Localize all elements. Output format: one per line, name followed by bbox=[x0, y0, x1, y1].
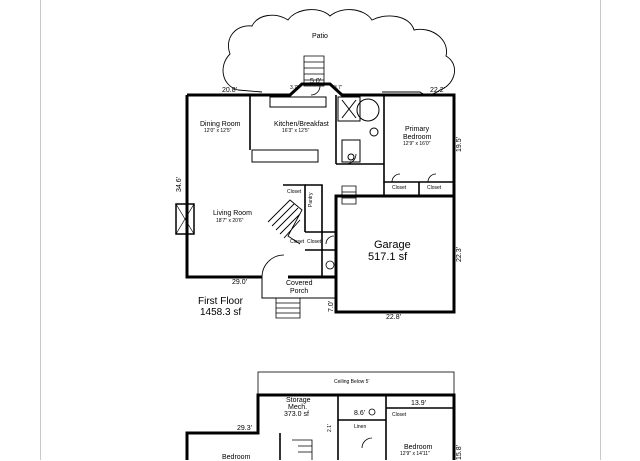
dining-room-name: Dining Room bbox=[200, 121, 241, 128]
living-room-size: 18'7" x 20'6" bbox=[216, 218, 244, 224]
main-stairs bbox=[267, 199, 303, 245]
front-door-swing bbox=[261, 254, 285, 278]
kitchen-island bbox=[251, 149, 319, 163]
sink bbox=[347, 153, 355, 161]
porch-name-2: Porch bbox=[290, 288, 309, 295]
storage-area: 373.0 sf bbox=[284, 411, 309, 418]
dim-bay: 5.0' bbox=[310, 78, 322, 85]
primary-closet-2: Closet bbox=[427, 185, 442, 191]
ceiling-note: Ceiling Below 5' bbox=[334, 379, 370, 385]
garage-area: 517.1 sf bbox=[368, 251, 408, 263]
stair-closet-label: Closet bbox=[287, 189, 302, 195]
dim-garage-bottom: 22.8' bbox=[386, 314, 401, 321]
frame-right-border bbox=[600, 0, 601, 460]
hvac-unit bbox=[368, 408, 376, 416]
dim-hall: 8.6' bbox=[354, 410, 366, 417]
upper-stairs bbox=[292, 439, 313, 460]
primary-closet-1: Closet bbox=[392, 185, 407, 191]
dim-porch-side: 7.0' bbox=[328, 300, 335, 312]
porch-steps bbox=[275, 297, 301, 319]
first-floor-area: 1458.3 sf bbox=[200, 307, 242, 318]
pantry-wall bbox=[305, 184, 323, 250]
dim-bay-left: 3.7' bbox=[290, 85, 298, 91]
hall-closet-1: Closet bbox=[290, 239, 305, 245]
first-floor-exterior-wall bbox=[187, 82, 456, 314]
shower bbox=[337, 96, 361, 122]
second-floor-exterior-wall bbox=[185, 393, 456, 460]
garage-name: Garage bbox=[374, 239, 411, 251]
storage-name-1: Storage bbox=[286, 397, 311, 404]
primary-bedroom-name-2: Bedroom bbox=[403, 134, 432, 141]
dim-top-right-upper: 13.9' bbox=[411, 400, 426, 407]
kitchen-counter-top bbox=[269, 96, 327, 108]
dim-bay-right: 3.7' bbox=[334, 85, 342, 91]
bedroom-right-size: 12'9" x 14'11" bbox=[400, 451, 430, 457]
storage-name-2: Mech. bbox=[288, 404, 308, 411]
shower-cross bbox=[341, 99, 357, 119]
bath-door-swing bbox=[345, 153, 357, 165]
upper-door-swing bbox=[361, 437, 373, 449]
frame-left-border bbox=[40, 0, 41, 460]
closet-door-swing-2 bbox=[427, 173, 437, 183]
patio-label: Patio bbox=[312, 33, 328, 40]
rear-door-swing bbox=[310, 85, 321, 96]
dim-small: 2.1' bbox=[327, 424, 333, 432]
primary-bedroom-name-1: Primary bbox=[405, 126, 430, 133]
closet-door-swing bbox=[391, 173, 401, 183]
first-floor-left-wall bbox=[185, 95, 262, 279]
living-room-name: Living Room bbox=[213, 210, 252, 217]
primary-bedroom-size: 12'9" x 16'0" bbox=[403, 141, 431, 147]
bathtub bbox=[356, 98, 380, 122]
garage-steps bbox=[341, 185, 357, 205]
dining-room-size: 12'0" x 12'5" bbox=[204, 128, 232, 134]
bedroom-right-name: Bedroom bbox=[404, 444, 433, 451]
porch-outline bbox=[261, 277, 336, 299]
hall-closet-2: Closet bbox=[307, 239, 322, 245]
dim-right-garage: 22.3' bbox=[456, 247, 463, 262]
rear-steps bbox=[303, 55, 325, 87]
half-bath-toilet bbox=[325, 260, 335, 270]
dim-top-left: 20.8' bbox=[222, 87, 237, 94]
kitchen-size: 16'3" x 12'5" bbox=[282, 128, 310, 134]
dim-bottom-left: 29.0' bbox=[232, 279, 247, 286]
toilet bbox=[369, 127, 379, 137]
kitchen-name: Kitchen/Breakfast bbox=[274, 121, 329, 128]
closet-upper-label: Closet bbox=[392, 412, 407, 418]
pantry-label: Pantry bbox=[308, 192, 314, 207]
dim-top-right: 22.2' bbox=[430, 87, 445, 94]
dim-right-upper-floor: 15.8' bbox=[456, 445, 463, 460]
first-floor-title: First Floor bbox=[198, 296, 243, 307]
patio-outline bbox=[222, 9, 455, 96]
dim-left-side: 34.6' bbox=[176, 177, 183, 192]
fireplace bbox=[175, 203, 195, 235]
linen-label: Linen bbox=[354, 424, 367, 430]
hall-door-swing bbox=[325, 235, 335, 245]
vanity bbox=[341, 139, 361, 163]
dim-right-upper: 19.5' bbox=[456, 137, 463, 152]
bedroom-left-name: Bedroom bbox=[222, 454, 251, 461]
porch-name-1: Covered bbox=[286, 280, 313, 287]
dim-top-left-upper: 29.3' bbox=[237, 425, 252, 432]
